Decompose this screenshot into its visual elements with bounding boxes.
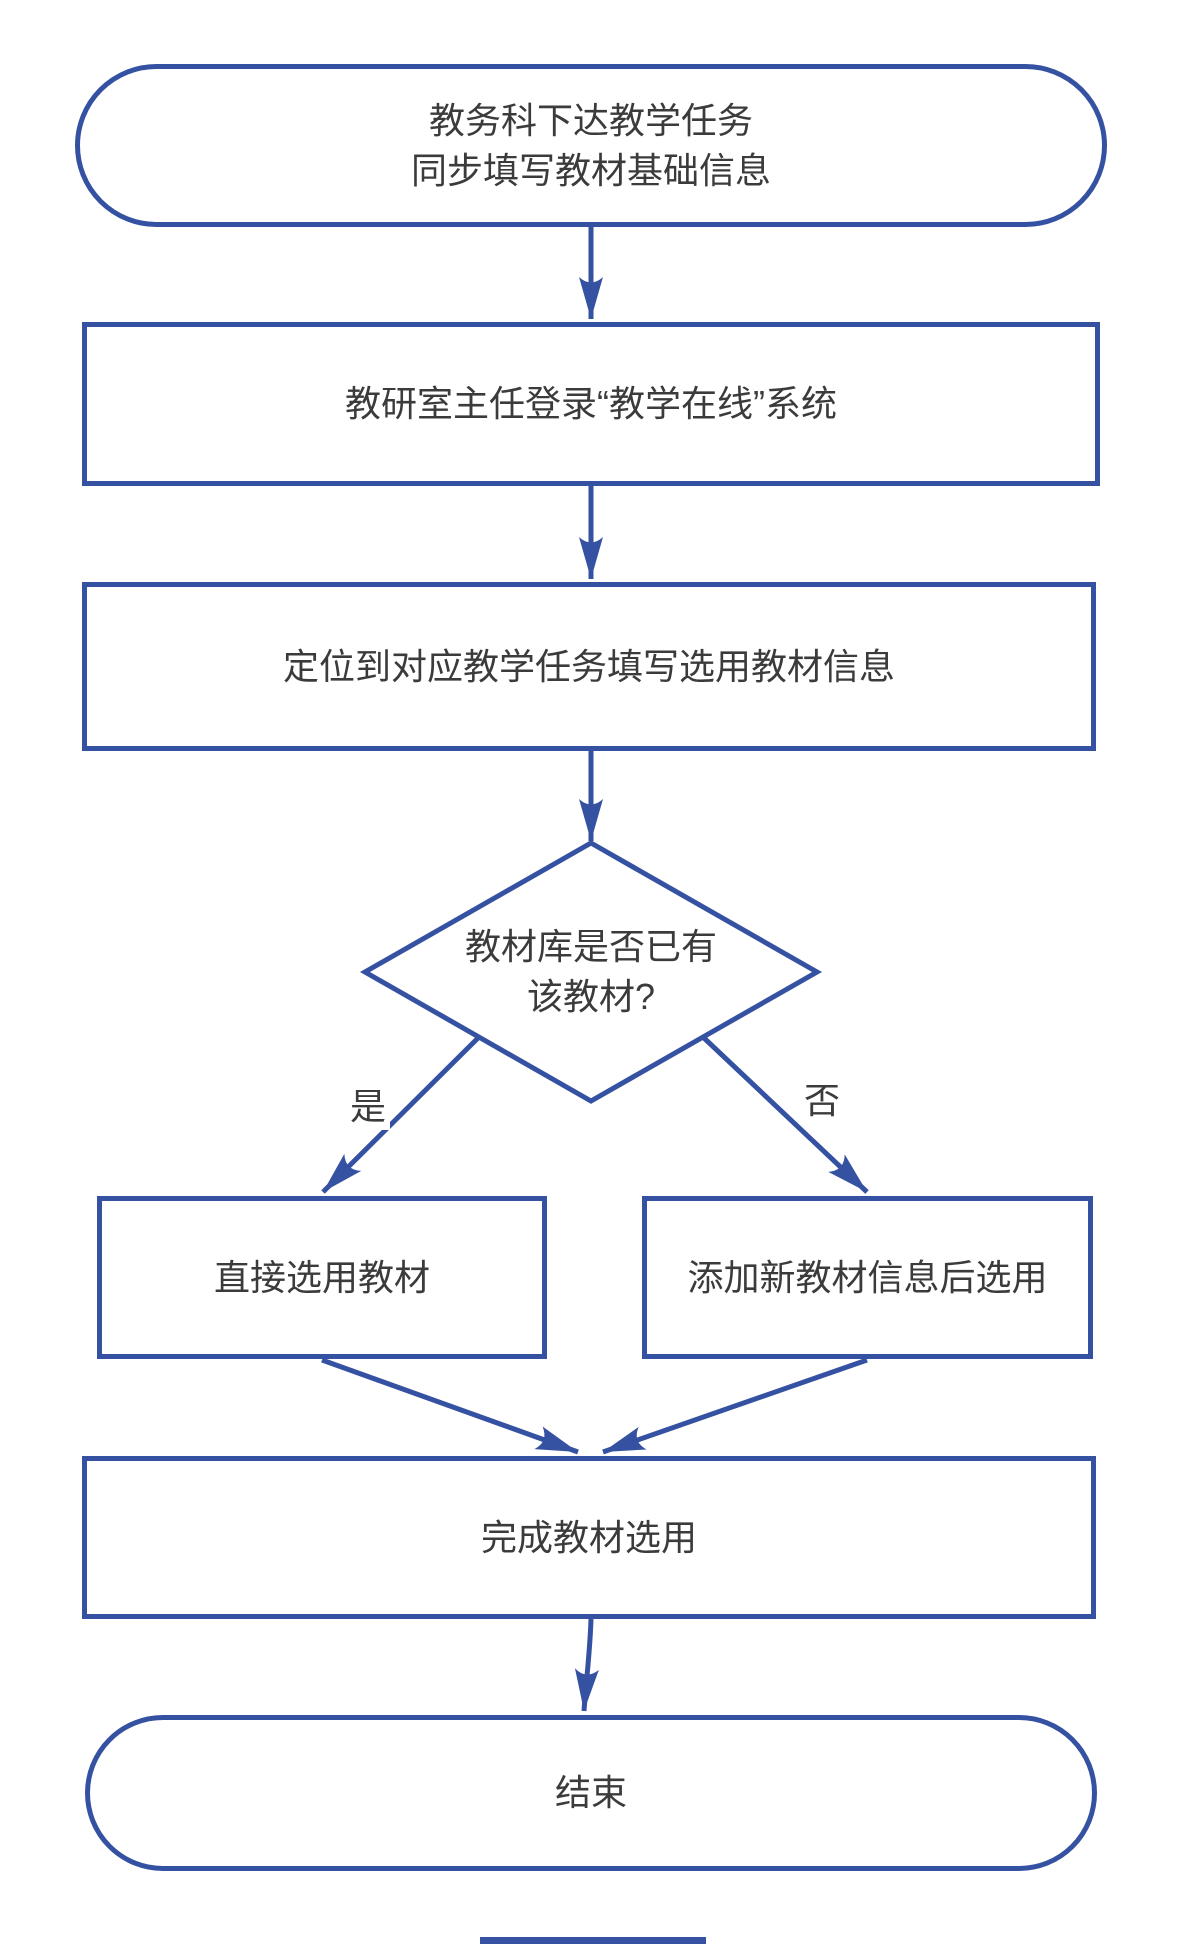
start-node: 教务科下达教学任务 同步填写教材基础信息 xyxy=(75,64,1107,227)
login-process-node: 教研室主任登录“教学在线”系统 xyxy=(82,322,1100,486)
decision-diamond-shape xyxy=(359,840,823,1104)
complete-selection-label: 完成教材选用 xyxy=(480,1516,697,1558)
add-new-textbook-label: 添加新教材信息后选用 xyxy=(687,1256,1048,1298)
login-process-label: 教研室主任登录“教学在线”系统 xyxy=(345,383,837,425)
no-branch-label: 否 xyxy=(800,1072,845,1124)
decision-node: 教材库是否已有 该教材? xyxy=(391,902,791,1042)
locate-task-process-node: 定位到对应教学任务填写选用教材信息 xyxy=(82,582,1096,751)
arrow-direct-to-complete xyxy=(321,1357,579,1455)
direct-select-process-node: 直接选用教材 xyxy=(97,1196,547,1359)
complete-selection-process-node: 完成教材选用 xyxy=(82,1456,1096,1619)
decision-line2: 该教材? xyxy=(526,976,656,1017)
direct-select-label: 直接选用教材 xyxy=(213,1256,430,1298)
add-new-textbook-process-node: 添加新教材信息后选用 xyxy=(642,1196,1093,1359)
yes-branch-label: 是 xyxy=(346,1078,391,1130)
start-node-line1: 教务科下达教学任务 xyxy=(428,99,753,141)
cropped-shape-fragment xyxy=(480,1937,706,1944)
arrow-decision-yes xyxy=(321,1036,480,1194)
decision-line1: 教材库是否已有 xyxy=(464,926,717,968)
arrow-addnew-to-complete xyxy=(602,1357,868,1455)
locate-task-label: 定位到对应教学任务填写选用教材信息 xyxy=(282,645,895,687)
start-node-line2: 同步填写教材基础信息 xyxy=(410,149,771,191)
arrow-decision-no xyxy=(702,1036,869,1194)
arrow-complete-to-end xyxy=(574,1618,599,1712)
end-node: 结束 xyxy=(85,1715,1097,1871)
end-node-label: 结束 xyxy=(554,1772,627,1814)
